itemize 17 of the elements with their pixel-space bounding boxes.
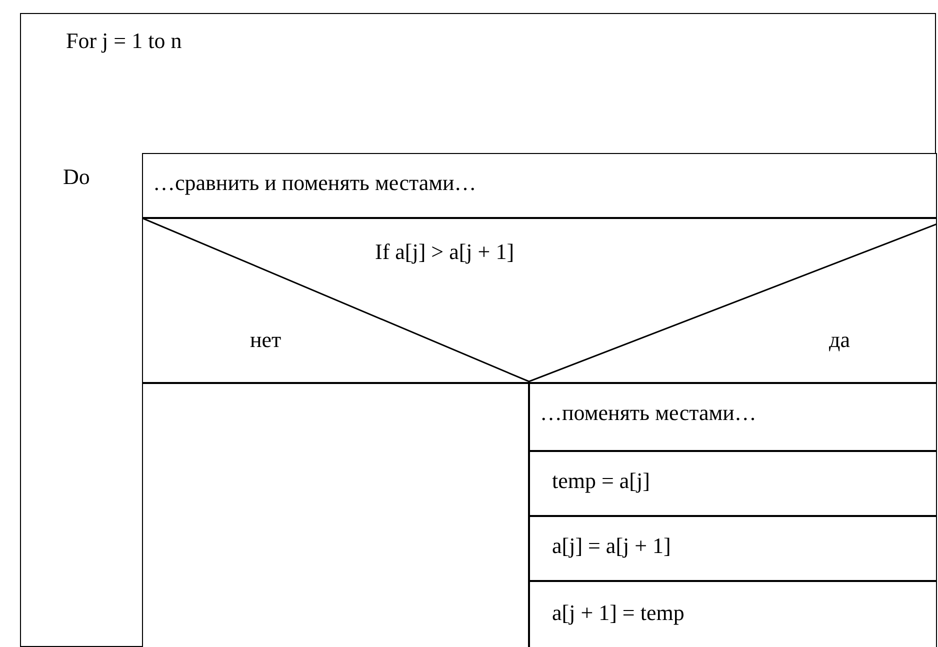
loop-header: For j = 1 to n [66,28,182,54]
condition-text: If a[j] > a[j + 1] [375,239,514,265]
statement-text: a[j + 1] = temp [552,600,684,626]
empty-branch-box [142,383,529,647]
comment-row [142,153,937,218]
comment-text: …сравнить и поменять местами… [153,170,476,196]
loop-keyword: Do [63,164,90,190]
branch-label: нет [250,327,282,353]
branch-label: да [829,327,850,353]
statement-text: a[j] = a[j + 1] [552,533,671,559]
statement-text: temp = a[j] [552,468,650,494]
comment-text: …поменять местами… [540,400,756,426]
statement-row [529,451,937,516]
loop-block [20,13,936,647]
statement-row [529,581,937,647]
statement-row [529,516,937,581]
comment-row [529,383,937,451]
